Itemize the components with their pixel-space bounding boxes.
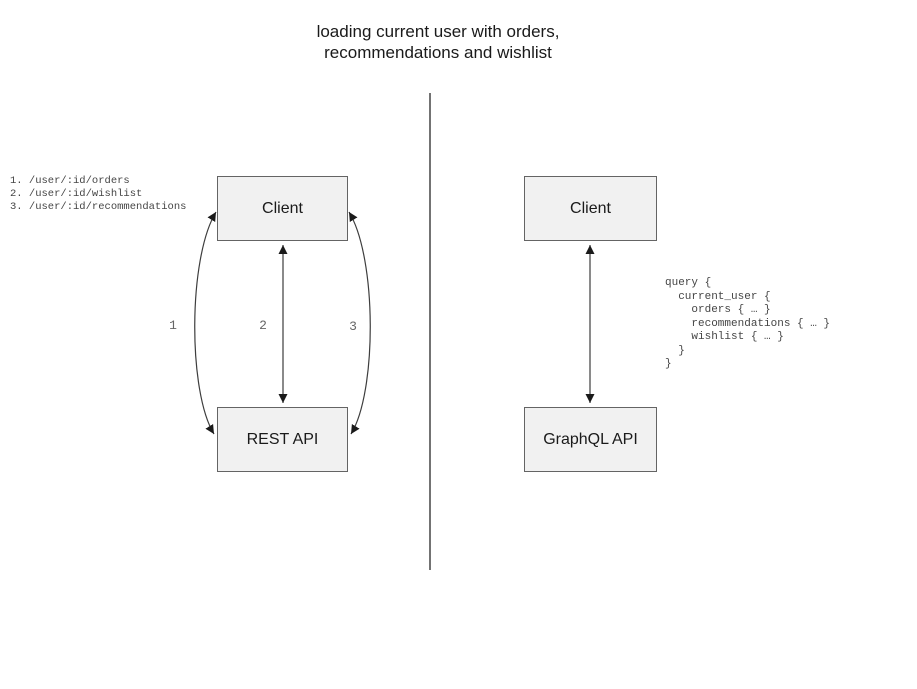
rest-api-node: REST API xyxy=(217,407,348,472)
rest-route-item: 3. /user/:id/recommendations xyxy=(10,201,187,213)
graphql-query-line: orders { … } xyxy=(665,304,771,316)
rest-arrow-label-1: 1 xyxy=(169,318,177,333)
rest-route-item: 1. /user/:id/orders xyxy=(10,175,130,187)
graphql-query-line: wishlist { … } xyxy=(665,331,784,343)
diagram-title-line2: recommendations and wishlist xyxy=(324,43,552,62)
graphql-api-label: GraphQL API xyxy=(543,430,638,448)
graphql-query-snippet: query { current_user { orders { … } reco… xyxy=(665,277,830,372)
diagram-title-line1: loading current user with orders, xyxy=(316,22,560,41)
graphql-query-line: } xyxy=(665,344,685,357)
graphql-query-line: current_user { xyxy=(665,290,771,303)
rest-api-label: REST API xyxy=(246,430,319,448)
graphql-query-line: } xyxy=(665,358,672,370)
rest-client-node: Client xyxy=(217,176,348,241)
rest-arrow-3-curve xyxy=(348,211,371,435)
graphql-query-line: recommendations { … } xyxy=(665,317,831,330)
rest-routes-list: 1. /user/:id/orders 2. /user/:id/wishlis… xyxy=(10,175,186,214)
rest-client-label: Client xyxy=(262,199,303,217)
graphql-client-node: Client xyxy=(524,176,657,241)
graphql-query-line: query { xyxy=(665,277,712,289)
rest-arrow-1-curve xyxy=(194,211,217,435)
diagram-title: loading current user with orders, recomm… xyxy=(138,21,738,63)
graphql-api-node: GraphQL API xyxy=(524,407,657,472)
vertical-divider xyxy=(429,93,431,570)
graphql-client-label: Client xyxy=(570,199,611,217)
rest-arrow-label-2: 2 xyxy=(259,318,267,333)
rest-route-item: 2. /user/:id/wishlist xyxy=(10,188,143,200)
